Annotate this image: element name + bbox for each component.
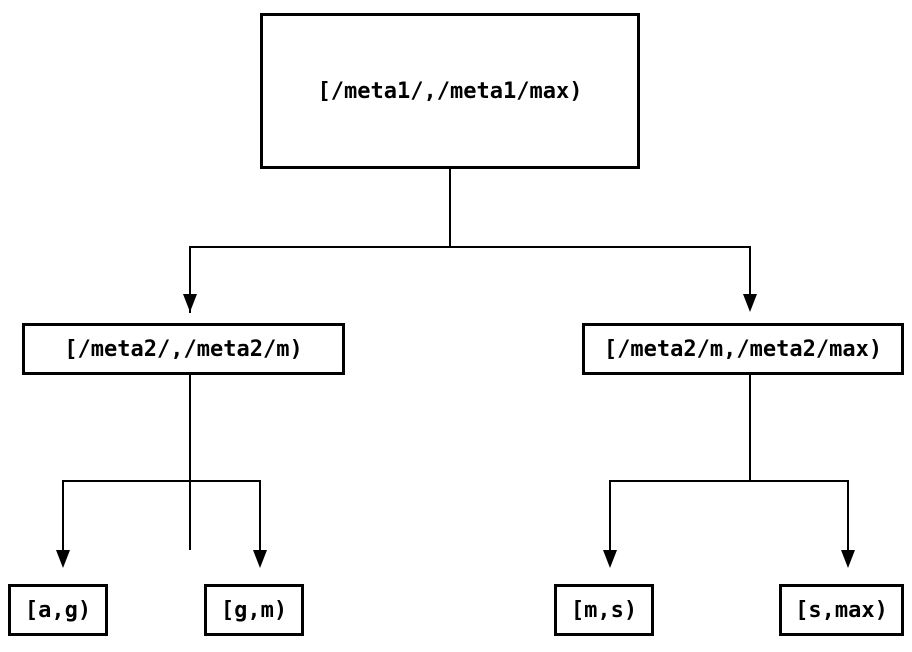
node-leaf-ag: [a,g) <box>8 584 108 636</box>
arrow-down-icon <box>56 550 70 568</box>
edge-line <box>449 169 751 294</box>
node-label: [a,g) <box>24 597 92 623</box>
arrow-down-icon <box>841 550 855 568</box>
arrow-down-icon <box>253 550 267 568</box>
node-leaf-gm: [g,m) <box>204 584 304 636</box>
line-mask <box>185 313 195 323</box>
node-meta2-left: [/meta2/,/meta2/m) <box>22 323 345 375</box>
node-label: [/meta2/,/meta2/m) <box>64 336 303 362</box>
edge-root-to-meta2-right <box>449 169 757 312</box>
node-label: [s,max) <box>795 597 888 623</box>
arrow-down-icon <box>743 294 757 312</box>
node-label: [m,s) <box>570 597 638 623</box>
node-label: [/meta2/m,/meta2/max) <box>603 336 883 362</box>
node-leaf-ms: [m,s) <box>554 584 654 636</box>
node-label: [/meta1/,/meta1/max) <box>317 78 583 104</box>
node-leaf-smax: [s,max) <box>779 584 904 636</box>
node-root: [/meta1/,/meta1/max) <box>260 13 640 169</box>
arrow-down-icon <box>183 294 197 312</box>
arrow-down-icon <box>603 550 617 568</box>
node-label: [g,m) <box>220 597 288 623</box>
node-meta2-right: [/meta2/m,/meta2/max) <box>582 323 904 375</box>
edge-meta2-right-to-leaf-smax <box>749 375 855 568</box>
edge-line <box>749 375 849 550</box>
